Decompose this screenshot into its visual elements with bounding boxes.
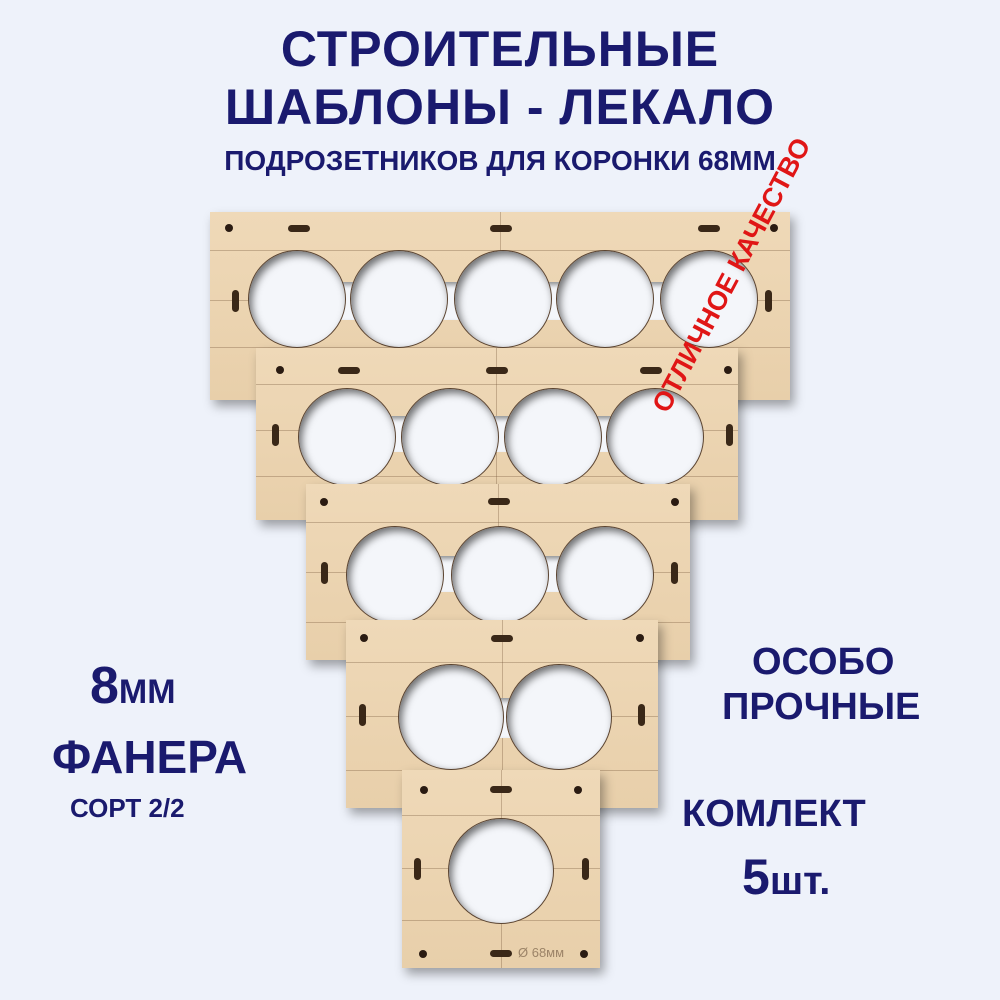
strength-line-2: ПРОЧНЫЕ xyxy=(722,686,921,728)
cutout-hole xyxy=(660,250,758,348)
set-count-label: 5шт. xyxy=(742,852,830,902)
cutout-hole xyxy=(350,250,448,348)
set-label: КОМЛЕКТ xyxy=(682,793,866,835)
material-label: ФАНЕРА xyxy=(52,731,248,783)
thickness-unit: ММ xyxy=(118,673,176,711)
cutout-hole xyxy=(248,250,346,348)
cutout-hole xyxy=(346,526,444,624)
cutout-hole xyxy=(454,250,552,348)
set-count: 5 xyxy=(742,849,770,905)
thickness-label: 8ММ xyxy=(90,660,176,712)
thickness-value: 8 xyxy=(90,657,119,715)
set-unit: шт. xyxy=(769,859,831,903)
cutout-hole xyxy=(298,388,396,486)
grade-label: СОРТ 2/2 xyxy=(70,793,185,823)
cutout-hole xyxy=(556,250,654,348)
subtitle: ПОДРОЗЕТНИКОВ ДЛЯ КОРОНКИ 68ММ xyxy=(224,145,776,176)
template-panel-1-hole: Ø 68мм xyxy=(402,770,600,968)
strength-line-1: ОСОБО xyxy=(752,641,895,683)
cutout-hole xyxy=(606,388,704,486)
cutout-hole xyxy=(398,664,504,770)
title-line-1: СТРОИТЕЛЬНЫЕ xyxy=(280,21,720,77)
cutout-hole xyxy=(451,526,549,624)
cutout-hole xyxy=(556,526,654,624)
title-line-2: ШАБЛОНЫ - ЛЕКАЛО xyxy=(224,79,776,135)
cutout-hole xyxy=(506,664,612,770)
cutout-hole xyxy=(401,388,499,486)
diameter-engraving: Ø 68мм xyxy=(518,945,565,960)
cutout-hole xyxy=(448,818,554,924)
cutout-hole xyxy=(504,388,602,486)
